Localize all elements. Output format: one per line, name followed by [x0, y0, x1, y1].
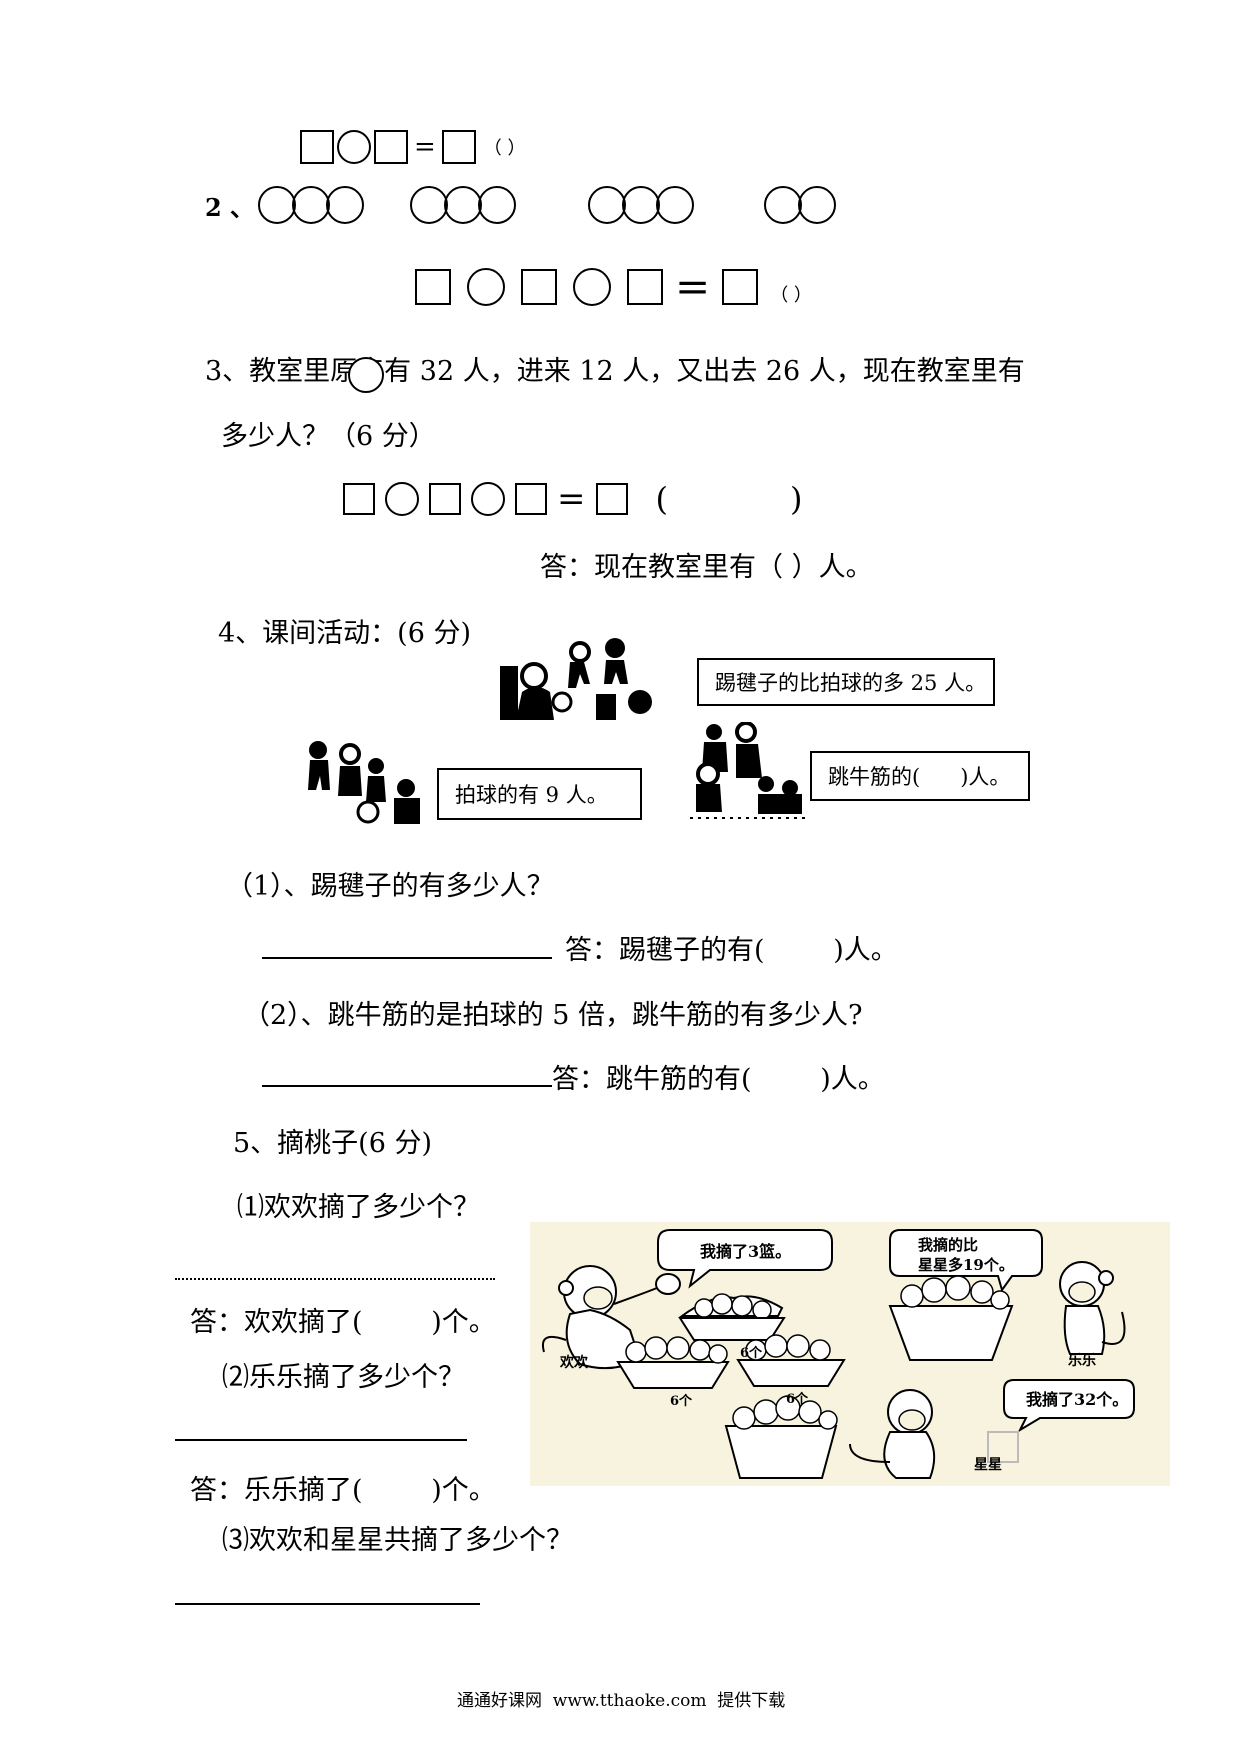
bubble-huanhuan-text: 我摘了3篮。 — [700, 1242, 792, 1261]
unit-paren[interactable]: （ ） — [770, 285, 812, 306]
circle-group — [764, 186, 837, 224]
q5-title: 5、摘桃子(6 分) — [233, 1128, 433, 1159]
answer-square[interactable] — [374, 130, 408, 164]
answer-line[interactable] — [262, 1085, 552, 1087]
q3-line1: 3、教室里原来有 32 人，进来 12 人，又出去 26 人，现在教室里有 — [205, 356, 1025, 387]
bubble-xingxing-text: 我摘了32个。 — [1026, 1390, 1129, 1409]
kids-jianzi-illustration — [500, 638, 652, 720]
bubble-lele-line2: 星星多19个。 — [918, 1256, 1014, 1274]
callout-jianzi-text: 踢毽子的比拍球的多 25 人。 — [715, 671, 987, 695]
callout-paiqiu-text: 拍球的有 9 人。 — [455, 783, 608, 807]
basket-count-label: 6个 — [670, 1394, 693, 1409]
basket-count-label: 6个 — [786, 1392, 809, 1407]
callout-tiaoniujin-text: 跳牛筋的( )人。 — [828, 765, 1011, 789]
equation-row-3: = ( ) — [343, 480, 803, 518]
equals-sign: = — [414, 132, 436, 162]
circle-group — [258, 186, 365, 224]
q4-sub2: （2）、跳牛筋的是拍球的 5 倍，跳牛筋的有多少人? — [243, 1000, 863, 1031]
equation-row-2: = （ ） — [415, 262, 812, 311]
kids-ball-illustration — [308, 741, 420, 824]
answer-line[interactable] — [262, 957, 552, 959]
q5-ans1: 答：欢欢摘了( )个。 — [190, 1307, 496, 1338]
answer-square[interactable] — [521, 269, 557, 305]
q4-sub1: （1）、踢毽子的有多少人？ — [226, 871, 554, 902]
answer-square[interactable] — [429, 483, 461, 515]
name-lele: 乐乐 — [1068, 1353, 1096, 1369]
unit-paren[interactable]: （ ） — [483, 138, 526, 159]
bubble-lele-line1: 我摘的比 — [918, 1236, 979, 1254]
equation-row-1: = （ ） — [300, 130, 526, 164]
answer-line[interactable] — [175, 1603, 480, 1605]
name-huanhuan: 欢欢 — [560, 1355, 588, 1371]
operator-circle[interactable] — [467, 268, 505, 306]
callout-jianzi: 踢毽子的比拍球的多 25 人。 — [697, 658, 995, 706]
kids-rope-illustration — [690, 722, 808, 819]
q3-line2: 多少人？（6 分） — [221, 421, 436, 452]
equals-sign: = — [675, 262, 711, 311]
answer-line[interactable] — [175, 1439, 467, 1441]
answer-square[interactable] — [595, 483, 628, 515]
q5-sub2: ⑵乐乐摘了多少个？ — [222, 1362, 465, 1393]
operator-circle[interactable] — [337, 130, 371, 164]
name-xingxing: 星星 — [974, 1457, 1002, 1473]
answer-square[interactable] — [441, 130, 476, 164]
answer-square[interactable] — [300, 130, 334, 164]
q3-answer: 答：现在教室里有（ ）人。 — [540, 552, 873, 583]
basket-count-label: 6个 — [740, 1346, 763, 1361]
circle-group — [410, 186, 517, 224]
answer-square[interactable] — [515, 483, 547, 515]
operator-circle[interactable] — [471, 482, 505, 516]
callout-paiqiu: 拍球的有 9 人。 — [437, 768, 642, 820]
answer-line[interactable] — [175, 1278, 495, 1280]
peach-picture: 我摘了3篮。 我摘的比 星星多19个。 我摘了32个。 欢欢 乐乐 星星 6个 … — [530, 1222, 1170, 1486]
peach-picture-drawing — [542, 1229, 1135, 1479]
q5-sub3: ⑶欢欢和星星共摘了多少个？ — [222, 1525, 573, 1556]
q2-circle-groups: 2 、 — [205, 186, 837, 224]
q4-title: 4、课间活动：(6 分) — [218, 618, 472, 649]
answer-square[interactable] — [415, 269, 451, 305]
q5-sub1: ⑴欢欢摘了多少个？ — [237, 1192, 480, 1223]
answer-square[interactable] — [722, 269, 759, 305]
q2-number: 2 、 — [205, 192, 255, 222]
stray-circle — [348, 357, 384, 393]
q5-ans2: 答：乐乐摘了( )个。 — [190, 1475, 496, 1506]
q4-ans1: 答：踢毽子的有( )人。 — [565, 935, 898, 966]
unit-paren[interactable]: ( ) — [655, 480, 803, 518]
equals-sign: = — [557, 479, 586, 519]
operator-circle[interactable] — [385, 482, 419, 516]
callout-tiaoniujin: 跳牛筋的( )人。 — [810, 751, 1030, 801]
circle-group — [588, 186, 695, 224]
page-footer: 通通好课网 www.tthaoke.com 提供下载 — [457, 1691, 786, 1711]
answer-square[interactable] — [627, 269, 663, 305]
q4-ans2: 答：跳牛筋的有( )人。 — [552, 1064, 885, 1095]
answer-square[interactable] — [343, 483, 375, 515]
operator-circle[interactable] — [573, 268, 611, 306]
